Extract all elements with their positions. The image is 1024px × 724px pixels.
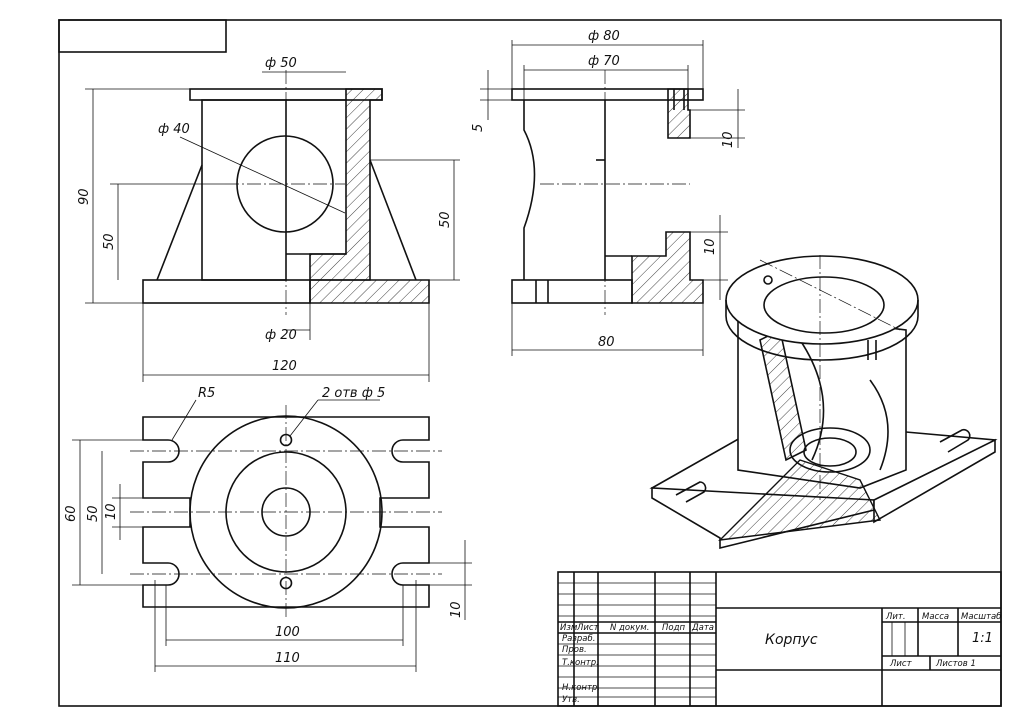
dim-w80: 80 [598, 335, 615, 350]
front-base-plate [142, 279, 311, 304]
side-body-outline [523, 100, 536, 280]
dim-w120: 120 [272, 359, 297, 374]
title-block: Изм Лист N докум. Подп Дата Разраб. Пров… [557, 571, 1002, 707]
front-rib-left [156, 164, 203, 281]
tb-izm: Изм [560, 623, 578, 633]
iso-section-hatch-base [718, 459, 882, 541]
top-view: R5 2 отв ф 5 100 110 60 50 10 10 [64, 386, 472, 672]
front-section-hatch [309, 88, 383, 281]
tb-date: Дата [691, 623, 714, 633]
tb-tkontr: Т.контр. [562, 658, 599, 668]
dim-h90: 90 [77, 188, 92, 205]
dim-r5: R5 [198, 386, 215, 401]
dim-h60: 60 [64, 505, 79, 522]
front-base-hatch [309, 279, 430, 304]
dim-h50: 50 [86, 505, 101, 522]
tb-sheets: Листов 1 [935, 659, 976, 669]
tb-nkontr: Н.контр. [562, 683, 600, 693]
tb-razrab: Разраб. [562, 634, 595, 644]
dim-d70: ф 70 [588, 54, 620, 69]
isometric-view [649, 255, 998, 550]
dim-h50-left: 50 [102, 233, 117, 250]
dim-t10-mid: 10 [703, 238, 718, 255]
dim-h50-right: 50 [438, 211, 453, 228]
front-body-wall-left [201, 99, 287, 281]
tb-scale-label: Масштаб [961, 612, 1001, 622]
sheet-frame [58, 19, 1002, 707]
tb-sign: Подп [662, 623, 685, 633]
dim-d50: ф 50 [265, 56, 297, 71]
tb-mass: Масса [922, 612, 949, 622]
tb-part-name: Корпус [765, 632, 818, 648]
tb-lit: Лит. [885, 612, 906, 622]
iso-top-bore [763, 276, 885, 334]
dim-w110: 110 [275, 651, 300, 666]
dim-h10-left: 10 [104, 503, 119, 520]
tb-list: Лист [576, 623, 600, 633]
front-view: ф 50 ф 40 ф 20 120 90 50 50 [77, 56, 460, 382]
side-base-hatch [631, 231, 704, 304]
dim-d20: ф 20 [265, 328, 297, 343]
tb-prov: Пров. [562, 645, 587, 655]
side-view: ф 80 ф 70 80 5 10 10 [471, 29, 745, 356]
dim-t10-top: 10 [721, 131, 736, 148]
front-rib-right [369, 159, 417, 281]
dim-d80: ф 80 [588, 29, 620, 44]
dim-holes: 2 отв ф 5 [322, 386, 385, 401]
dim-w100: 100 [275, 625, 300, 640]
tb-doc: N докум. [610, 623, 649, 633]
tb-sheet: Лист [889, 659, 913, 669]
top-base-outline [142, 416, 430, 608]
tb-utv: Утв. [562, 695, 580, 705]
dim-h10-right: 10 [449, 601, 464, 618]
tb-scale-value: 1:1 [972, 631, 993, 646]
dim-d40: ф 40 [158, 122, 190, 137]
side-counterbore-hatch [667, 88, 691, 139]
dim-t5: 5 [471, 124, 486, 132]
